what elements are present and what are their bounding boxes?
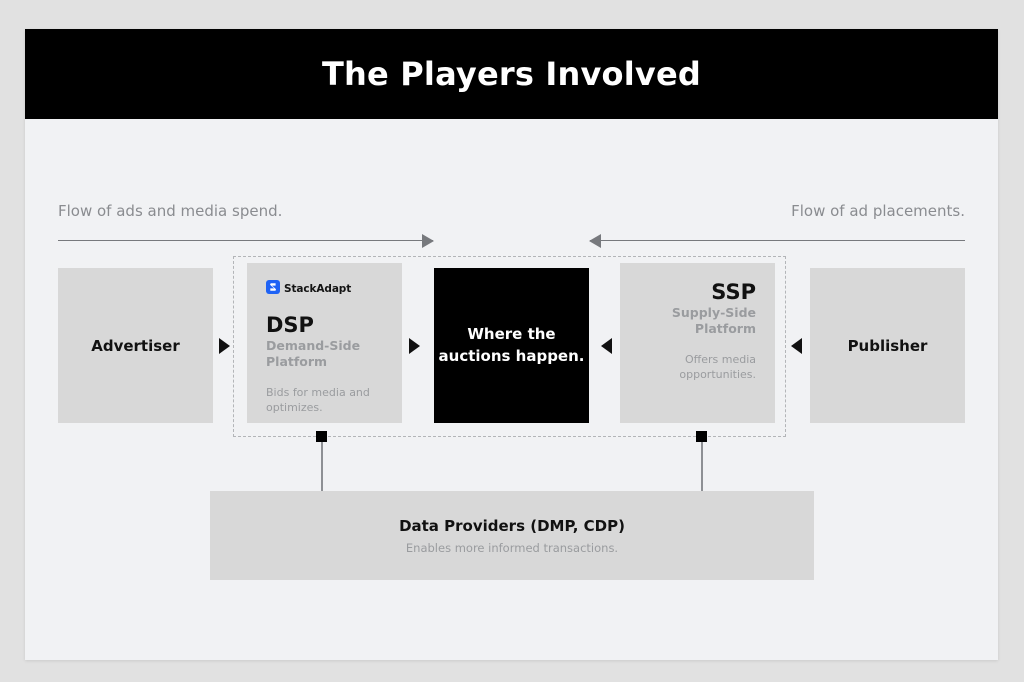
flow-label-ad-placements: Flow of ad placements.: [791, 202, 965, 220]
data-providers-subtitle: Enables more informed transactions.: [405, 540, 619, 555]
ssp-acronym: SSP: [711, 280, 756, 304]
ssp-note: Offers media opportunities.: [679, 353, 756, 382]
flow-arrow-line: [590, 240, 965, 241]
flow-arrow-right: [58, 234, 434, 248]
node-advertiser[interactable]: Advertiser: [58, 268, 213, 423]
page-title: The Players Involved: [322, 55, 701, 93]
node-data-providers[interactable]: Data Providers (DMP, CDP) Enables more i…: [210, 491, 814, 580]
arrow-left-icon: [589, 234, 601, 248]
ssp-expansion: Supply-Side Platform: [671, 305, 756, 336]
arrow-right-icon: [422, 234, 434, 248]
connector-node-ssp-icon: [696, 431, 707, 442]
connector-dsp-to-data-providers: [321, 436, 323, 491]
connector-node-dsp-icon: [316, 431, 327, 442]
publisher-label: Publisher: [847, 336, 928, 355]
diagram-card: The Players Involved Flow of ads and med…: [25, 29, 998, 660]
flow-annotation-left: Flow of ads and media spend.: [58, 202, 434, 248]
stackadapt-wordmark: StackAdapt: [284, 282, 352, 295]
node-publisher[interactable]: Publisher: [810, 268, 965, 423]
ad-exchange-group-outline: [233, 256, 786, 437]
arrow-advertiser-to-dsp-icon: [219, 338, 230, 354]
data-providers-title: Data Providers (DMP, CDP): [399, 516, 625, 535]
dsp-expansion: Demand-Side Platform: [266, 338, 361, 369]
flow-arrow-left: [589, 234, 965, 248]
advertiser-label: Advertiser: [91, 336, 180, 355]
node-ssp[interactable]: SSP Supply-Side Platform Offers media op…: [620, 263, 775, 423]
node-ad-exchange[interactable]: Where the auctions happen.: [434, 268, 589, 423]
dsp-acronym: DSP: [266, 313, 314, 337]
exchange-label: Where the auctions happen.: [438, 324, 585, 365]
dsp-note: Bids for media and optimizes.: [266, 386, 370, 415]
connector-ssp-to-data-providers: [701, 436, 703, 491]
title-banner: The Players Involved: [25, 29, 998, 119]
flow-label-ads-media-spend: Flow of ads and media spend.: [58, 202, 283, 220]
flow-arrow-line: [58, 240, 433, 241]
arrow-publisher-to-ssp-icon: [791, 338, 802, 354]
stackadapt-logo: StackAdapt: [266, 279, 383, 298]
node-dsp[interactable]: StackAdapt DSP Demand-Side Platform Bids…: [247, 263, 402, 423]
flow-annotation-right: Flow of ad placements.: [589, 202, 965, 248]
stackadapt-mark-icon: [266, 279, 280, 298]
